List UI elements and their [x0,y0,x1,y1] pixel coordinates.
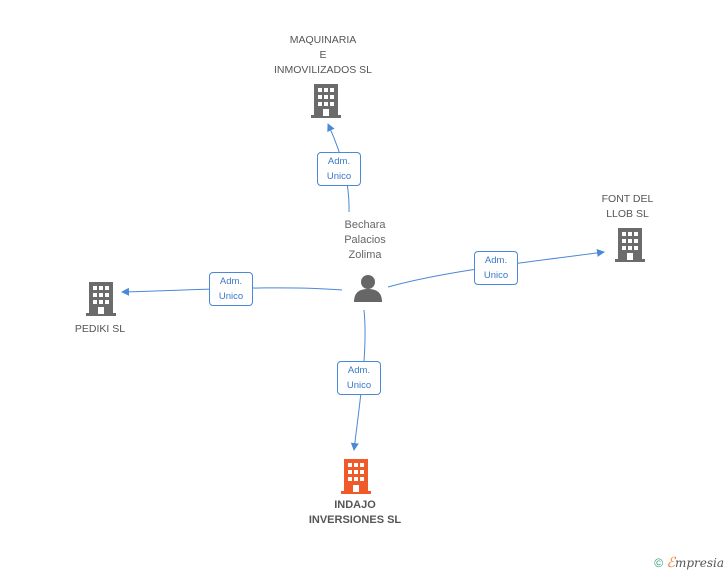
company-name-indajo[interactable]: INDAJO INVERSIONES SL [308,499,402,526]
role-line1: Adm. [484,255,508,266]
person-icon[interactable] [353,274,383,302]
role-line1: Adm. [219,276,243,287]
company-name-font-del-llob[interactable]: FONT DEL LLOB SL [601,193,654,220]
role-badge-top[interactable]: Adm. Unico [317,152,361,186]
role-line1: Adm. [327,156,351,167]
building-icon[interactable] [614,228,646,262]
brand-logo-e: ℰ [666,555,675,571]
building-main-icon[interactable] [340,459,372,494]
role-line2: Unico [326,171,352,182]
copyright-icon: © [654,556,664,570]
role-badge-right[interactable]: Adm. Unico [474,251,518,285]
role-line1: Adm. [347,365,371,376]
building-icon[interactable] [310,84,342,118]
company-name-pediki[interactable]: PEDIKI SL [74,323,126,335]
person-name[interactable]: Bechara Palacios Zolima [344,219,386,261]
brand-logo-text: mpresia [674,556,724,570]
building-icon[interactable] [85,282,117,316]
role-line2: Unico [346,380,372,391]
role-line2: Unico [218,291,244,302]
role-line2: Unico [483,270,509,281]
company-name-maquinaria[interactable]: MAQUINARIA E INMOVILIZADOS SL [273,34,373,76]
role-badge-bottom[interactable]: Adm. Unico [337,361,381,395]
footer-brand: © ℰmpresia [654,555,724,571]
role-badge-left[interactable]: Adm. Unico [209,272,253,306]
